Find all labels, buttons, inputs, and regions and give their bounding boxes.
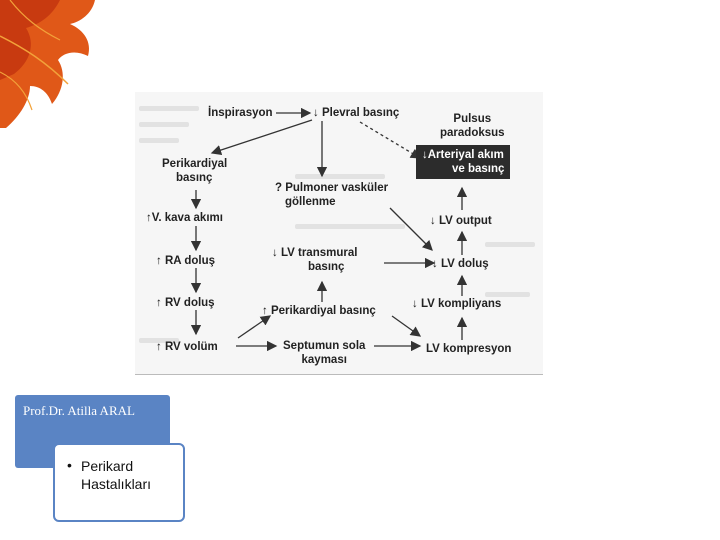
topic-line-1: Perikard — [81, 458, 134, 474]
diagram-figure — [135, 92, 543, 375]
node-rv-volum-label: RV volüm — [164, 341, 218, 353]
septum-line-2: kayması — [301, 354, 347, 366]
transmural-line-2: basınç — [308, 261, 345, 273]
up-arrow-marker: ↑ — [146, 212, 152, 224]
pulsus-line-2: paradoksus — [440, 127, 505, 139]
arrow-plevral-perikardiyal — [210, 119, 313, 156]
node-lv-transmural: ↓ LV transmural basınç — [272, 246, 357, 274]
up-arrow-marker: ↑ — [156, 297, 162, 309]
arrow-plevral-pulsus — [359, 121, 422, 159]
node-lv-kompliyans: ↓ LV kompliyans — [412, 297, 501, 311]
node-lv-dolus-label: LV doluş — [440, 258, 489, 270]
author-name: Prof.Dr. Atilla ARAL — [23, 403, 135, 418]
node-rv-label: RV doluş — [164, 297, 215, 309]
node-perikardiyal-basinc: ↑ Perikardiyal basınç — [262, 304, 376, 318]
node-arteriyal-akim: ↓Arteriyal akım ve basınç — [416, 145, 511, 179]
arrow-pulmoner-lvoutput — [389, 207, 433, 251]
node-lv-output: ↓ LV output — [430, 214, 492, 228]
node-perikardiyal-basinc-label: Perikardiyal basınç — [270, 305, 376, 317]
arrow-rvvolum-perikardiyal — [237, 315, 272, 339]
pulmoner-line-1: ? Pulmoner vasküler — [275, 182, 389, 194]
bullet-marker: • — [67, 457, 72, 473]
down-arrow-marker: ↓ — [430, 215, 436, 227]
topic-text: Perikard Hastalıkları — [81, 457, 181, 493]
down-arrow-marker: ↓ — [432, 258, 438, 270]
node-perikardiyal-basinc-top: Perikardiyal basınç — [162, 157, 227, 185]
node-plevral-basinc: ↓ Plevral basınç — [313, 106, 399, 120]
autumn-leaf-decoration — [0, 0, 95, 128]
pulmoner-line-2: göllenme — [285, 196, 336, 208]
node-ra-dolus: ↑ RA doluş — [156, 254, 215, 268]
node-inspirasyon: İnspirasyon — [208, 107, 273, 119]
arteriyal-line-2: ve basınç — [452, 163, 505, 175]
node-lv-dolus: ↓ LV doluş — [432, 257, 489, 271]
pulsus-line-1: Pulsus — [453, 113, 492, 125]
perikardiyal-line-1: Perikardiyal — [162, 158, 228, 170]
node-plevral-basinc-label: Plevral basınç — [321, 107, 400, 119]
arrow-perikardiyal-kompresyon — [391, 315, 422, 337]
down-arrow-marker: ↓ — [313, 107, 319, 119]
down-arrow-marker: ↓ — [422, 149, 428, 161]
topic-box: • Perikard Hastalıkları — [53, 443, 185, 522]
transmural-line-1: LV transmural — [280, 247, 358, 259]
node-rv-dolus: ↑ RV doluş — [156, 296, 215, 310]
node-v-kava-label: V. kava akımı — [151, 212, 223, 224]
down-arrow-marker: ↓ — [412, 298, 418, 310]
node-rv-volum: ↑ RV volüm — [156, 340, 218, 354]
node-pulsus-paradoksus: Pulsus paradoksus — [440, 112, 505, 140]
node-lv-kompresyon: LV kompresyon — [426, 343, 512, 355]
up-arrow-marker: ↑ — [156, 255, 162, 267]
septum-line-1: Septumun sola — [283, 340, 366, 352]
node-septumun-sola-kaymasi: Septumun sola kayması — [283, 339, 365, 367]
node-v-kava-akimi: ↑V. kava akımı — [146, 211, 223, 225]
node-lv-kompliyans-label: LV kompliyans — [420, 298, 502, 310]
up-arrow-marker: ↑ — [262, 305, 268, 317]
topic-line-2: Hastalıkları — [81, 476, 152, 492]
up-arrow-marker: ↑ — [156, 341, 162, 353]
node-pulmoner-vaskuler: ? Pulmoner vasküler göllenme — [275, 181, 388, 209]
arteriyal-line-1: Arteriyal akım — [427, 149, 504, 161]
down-arrow-marker: ↓ — [272, 247, 278, 259]
node-lv-output-label: LV output — [438, 215, 492, 227]
perikardiyal-line-2: basınç — [176, 172, 213, 184]
node-ra-label: RA doluş — [164, 255, 215, 267]
